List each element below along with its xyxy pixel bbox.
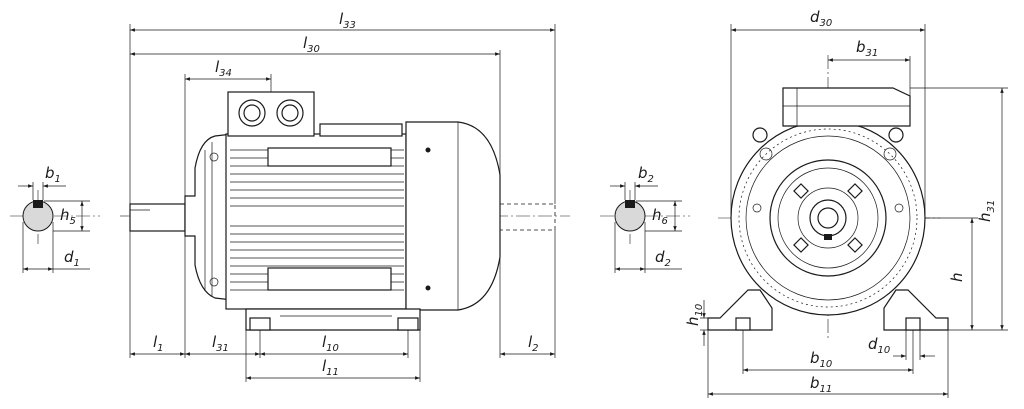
label-h5: h5: [60, 206, 76, 227]
label-b31: b31: [856, 38, 878, 59]
label-l11: l11: [322, 357, 339, 378]
label-l33: l33: [339, 10, 356, 31]
motor-front-view: [707, 55, 949, 340]
front-view-dimensions: [700, 24, 1008, 398]
label-h10: h10: [684, 304, 705, 326]
label-d10: d10: [868, 335, 890, 356]
label-l31: l31: [212, 333, 229, 354]
label-h31: h31: [976, 200, 997, 222]
label-d30: d30: [810, 8, 832, 29]
shaft-section-1: [10, 182, 100, 273]
label-l1: l1: [153, 333, 164, 354]
shaft-section-2: [600, 182, 690, 273]
label-d2: d2: [655, 248, 671, 269]
label-b10: b10: [810, 349, 832, 370]
label-d1: d1: [64, 248, 80, 269]
label-b11: b11: [810, 374, 832, 395]
dimension-labels: l33 l30 l34 l1 l31 l10 l11 l2 b1 h5 d1 b…: [45, 8, 997, 395]
label-l2: l2: [528, 333, 539, 354]
label-l34: l34: [215, 58, 232, 79]
motor-side-view: [120, 91, 570, 331]
label-l30: l30: [303, 34, 320, 55]
label-b2: b2: [638, 164, 654, 185]
label-h: h: [948, 272, 966, 282]
label-h6: h6: [652, 206, 668, 227]
label-l10: l10: [322, 333, 339, 354]
label-b1: b1: [45, 164, 61, 185]
side-view-dimensions: [129, 24, 556, 382]
